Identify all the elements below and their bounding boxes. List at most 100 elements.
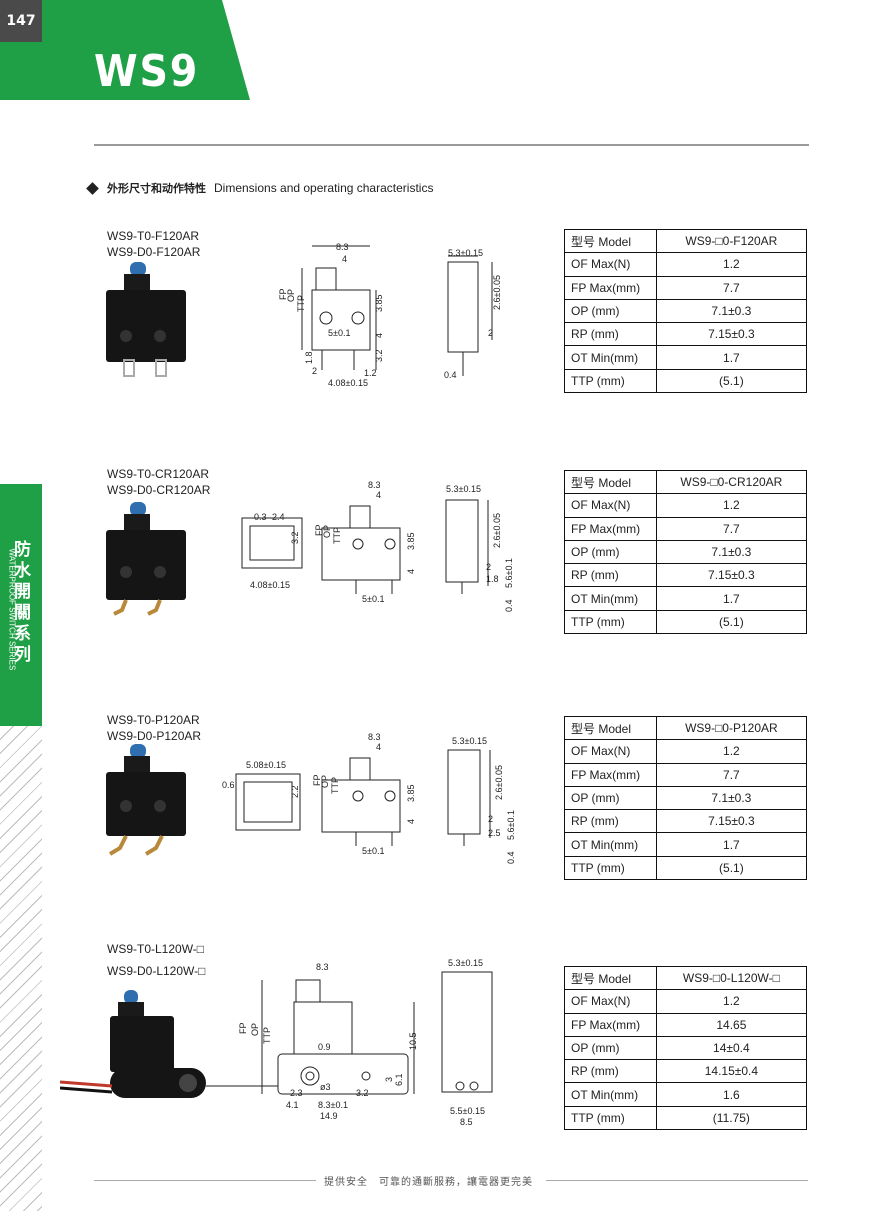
terminal	[113, 599, 128, 616]
side-hatch-pattern	[0, 726, 42, 1211]
mount-hole	[120, 566, 132, 578]
dim-label: 8.3	[316, 962, 329, 972]
mount-hole	[179, 1074, 197, 1092]
dim-label: 5±0.1	[328, 328, 350, 338]
section-heading-cn: 外形尺寸和动作特性	[107, 182, 206, 195]
footer-slogan: 提供安全 可靠的通斷服務，讓電器更完美	[324, 1177, 533, 1188]
product-4-models: WS9-T0-L120W-□ WS9-D0-L120W-□	[107, 938, 205, 982]
switch-body	[110, 1016, 174, 1072]
dim-label: 5.3±0.15	[446, 484, 481, 494]
dim-label: 2	[488, 328, 493, 338]
page-number: 147	[0, 0, 42, 42]
mount-hole	[120, 800, 132, 812]
dim-label: 3.85	[374, 294, 384, 312]
model-name: WS9-T0-CR120AR	[107, 467, 210, 481]
table-cell: (5.1)	[655, 855, 808, 881]
table-cell: 1.2	[655, 739, 808, 764]
section-heading-en: Dimensions and operating characteristics	[214, 181, 434, 195]
table-cell: 1.2	[655, 252, 808, 277]
dim-label: 3.2	[374, 349, 384, 362]
table-cell: RP (mm)	[564, 563, 657, 588]
footer-rule-left	[94, 1180, 316, 1181]
table-row: FP Max(mm)7.7	[564, 275, 808, 300]
product-3-photo	[106, 744, 186, 856]
dim-label: 2.3	[290, 1088, 303, 1098]
table-row: TTP (mm)(11.75)	[564, 1105, 808, 1131]
dim-label: 0.4	[444, 370, 457, 380]
table-cell: 7.7	[655, 762, 808, 787]
plunger	[124, 990, 138, 1004]
table-cell: 7.15±0.3	[655, 322, 808, 347]
table-row: RP (mm)14.15±0.4	[564, 1059, 808, 1084]
table-cell: 1.7	[655, 345, 808, 370]
dim-label: 8.5	[460, 1117, 473, 1126]
table-row: FP Max(mm)14.65	[564, 1012, 808, 1037]
dim-label: 5.6±0.1	[506, 810, 516, 840]
dim-label: 2.6±0.05	[494, 765, 504, 800]
dim-label: 0.3	[254, 512, 267, 522]
table-row: OF Max(N)1.2	[564, 252, 808, 277]
table-cell: 7.15±0.3	[655, 809, 808, 834]
dim-label: FP	[314, 524, 324, 536]
table-row: OF Max(N)1.2	[564, 739, 808, 764]
table-row: OP (mm)14±0.4	[564, 1035, 808, 1061]
dim-label: 0.6	[222, 780, 235, 790]
table-cell: OP (mm)	[564, 539, 657, 565]
dim-label: OP	[322, 525, 332, 538]
table-cell: 1.6	[655, 1082, 808, 1107]
plunger-housing	[118, 1002, 144, 1020]
dim-label: OP	[286, 289, 296, 302]
table-row: OT Min(mm)1.7	[564, 345, 808, 370]
mount-bracket	[110, 1068, 206, 1098]
table-cell: OF Max(N)	[564, 989, 657, 1014]
mount-hole	[154, 566, 166, 578]
table-cell: OF Max(N)	[564, 493, 657, 518]
model-name: WS9-T0-F120AR	[107, 229, 200, 243]
table-cell: OT Min(mm)	[564, 832, 657, 857]
dim-label: 4	[342, 254, 347, 264]
table-cell: FP Max(mm)	[564, 516, 657, 541]
product-2-photo	[106, 502, 186, 616]
model-name: WS9-D0-L120W-□	[107, 964, 206, 978]
table-cell: OP (mm)	[564, 298, 657, 324]
table-cell: 型号 Model	[564, 228, 657, 254]
product-3-models: WS9-T0-P120AR WS9-D0-P120AR	[107, 712, 201, 744]
table-row: OT Min(mm)1.6	[564, 1082, 808, 1107]
table-cell: 1.2	[655, 989, 808, 1014]
table-row: OT Min(mm)1.7	[564, 586, 808, 611]
dim-label: 4	[406, 569, 416, 574]
model-name: WS9-D0-CR120AR	[107, 483, 211, 497]
dim-label: 3.2	[356, 1088, 369, 1098]
terminal	[147, 599, 162, 616]
terminal	[155, 359, 167, 377]
dim-label: 8.3	[368, 732, 381, 742]
terminal	[144, 835, 164, 856]
dim-label: 4	[374, 333, 384, 338]
plunger	[130, 744, 146, 758]
table-row: OF Max(N)1.2	[564, 493, 808, 518]
dim-label: FP	[238, 1022, 248, 1034]
switch-body	[106, 772, 186, 836]
table-cell: OT Min(mm)	[564, 586, 657, 611]
dim-label: 5±0.1	[362, 594, 384, 604]
table-cell: FP Max(mm)	[564, 1012, 657, 1037]
dim-label: 5±0.1	[362, 846, 384, 856]
table-row: OT Min(mm)1.7	[564, 832, 808, 857]
table-cell: OP (mm)	[564, 785, 657, 811]
wire-black	[60, 1086, 113, 1094]
dim-label: OP	[320, 775, 330, 788]
product-2-drawing: 0.3 2.4 3.2 4.08±0.15 8.3 4 FP OP TTP 3.…	[241, 480, 514, 612]
table-row: RP (mm)7.15±0.3	[564, 322, 808, 347]
table-cell: TTP (mm)	[564, 368, 657, 394]
table-cell: RP (mm)	[564, 322, 657, 347]
table-row: TTP (mm)(5.1)	[564, 855, 808, 881]
table-cell: 7.15±0.3	[655, 563, 808, 588]
table-cell: WS9-□0-P120AR	[655, 715, 808, 741]
dim-label: FP	[312, 774, 322, 786]
table-cell: WS9-□0-F120AR	[655, 228, 808, 254]
table-cell: (11.75)	[655, 1105, 808, 1131]
product-1-drawing: 8.3 4 FP OP TTP 3.85 4 3.2 5±0.1 1.2 1.8…	[278, 242, 502, 388]
